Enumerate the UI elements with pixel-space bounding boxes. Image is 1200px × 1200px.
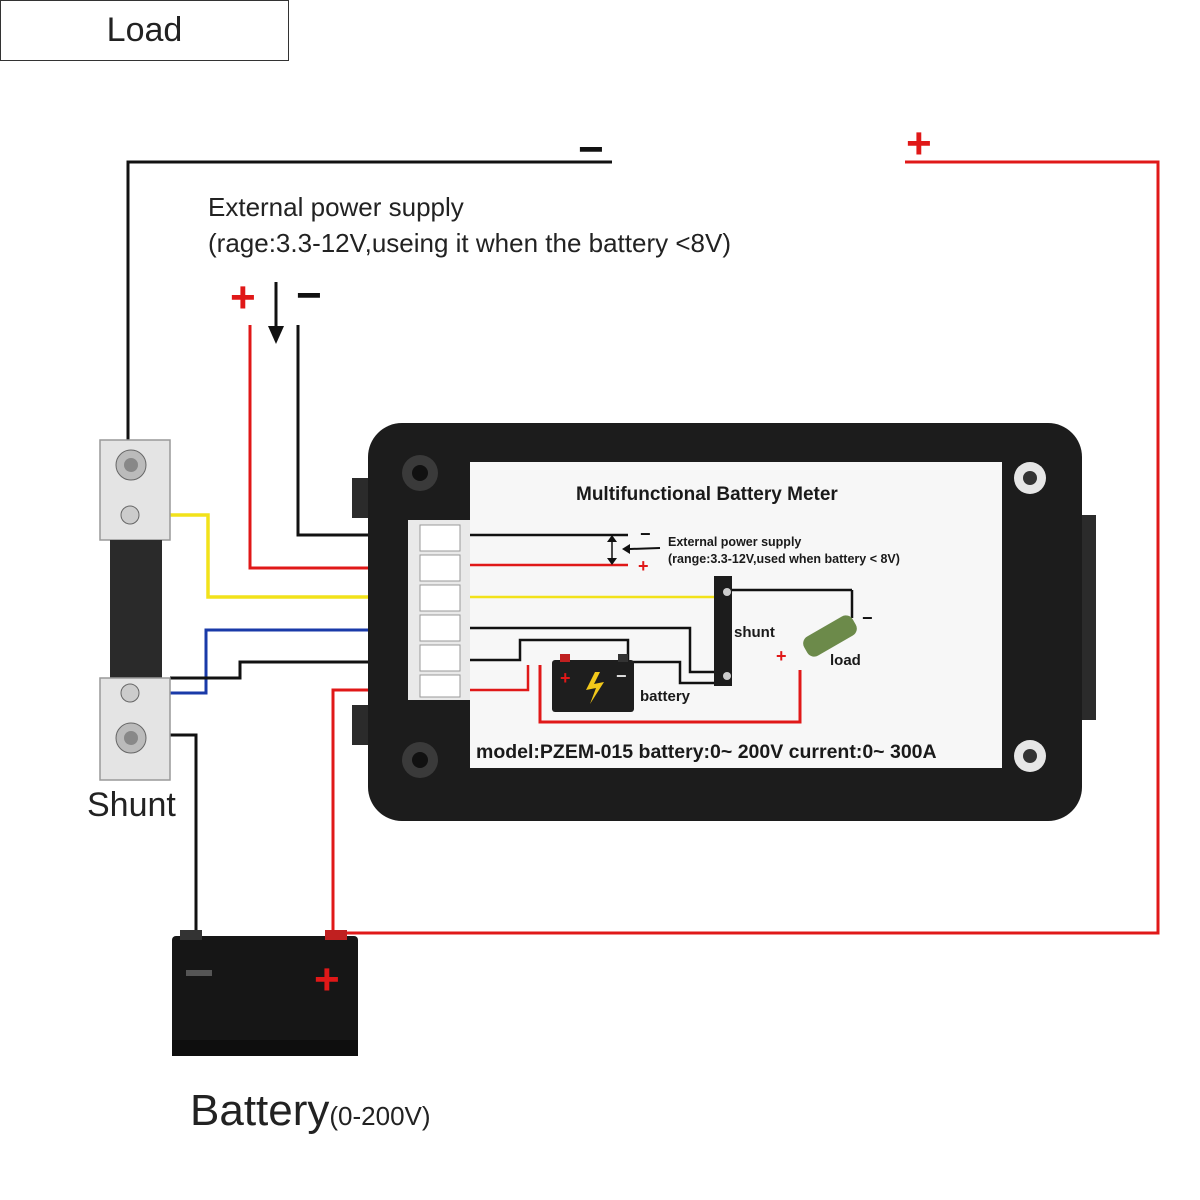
external-negative-sign: − [296,271,322,320]
panel-battery-positive-sign: + [560,668,571,688]
panel-shunt-label: shunt [734,624,775,641]
external-positive-sign: + [230,273,256,322]
wire-external-positive [248,325,372,570]
panel-wiring [470,533,857,724]
panel-external-negative-sign: − [640,524,651,544]
panel-external-positive-sign: + [638,556,649,576]
panel-title: Multifunctional Battery Meter [576,484,838,505]
wire-shunt-to-meter [170,660,372,680]
wire-load-negative [126,160,612,455]
panel-load-negative-sign: − [862,608,873,628]
load-box: Load [0,0,289,61]
wire-sense-blue [150,628,372,695]
external-supply-range: (rage:3.3-12V,useing it when the battery… [208,228,731,258]
arrow-external-head [268,326,284,344]
panel-battery-label: battery [640,688,691,705]
shunt-device [99,439,171,781]
panel-model-line: model:PZEM-015 battery:0~ 200V current:0… [476,741,937,763]
load-label: Load [106,11,183,49]
panel-load-label: load [830,652,861,669]
load-negative-sign: − [578,125,604,174]
battery-device [172,930,358,1056]
meter-device [352,423,1096,821]
battery-label: Battery [190,1086,330,1135]
battery-caption: Battery(0-200V) [190,1086,431,1136]
load-positive-sign: + [906,119,932,168]
shunt-label: Shunt [87,786,176,824]
panel-external-supply-title: External power supply [668,535,802,549]
battery-range: (0-200V) [329,1101,431,1131]
wire-external-negative [296,325,372,537]
panel-battery-negative-sign: − [616,666,627,686]
battery-positive-sign: + [314,955,340,1004]
wire-load-positive [331,160,1160,935]
panel-external-supply-range: (range:3.3-12V,used when battery < 8V) [668,552,900,566]
panel-load-positive-sign: + [776,646,787,666]
wire-sense-yellow [148,513,372,599]
external-supply-title: External power supply [208,192,464,222]
